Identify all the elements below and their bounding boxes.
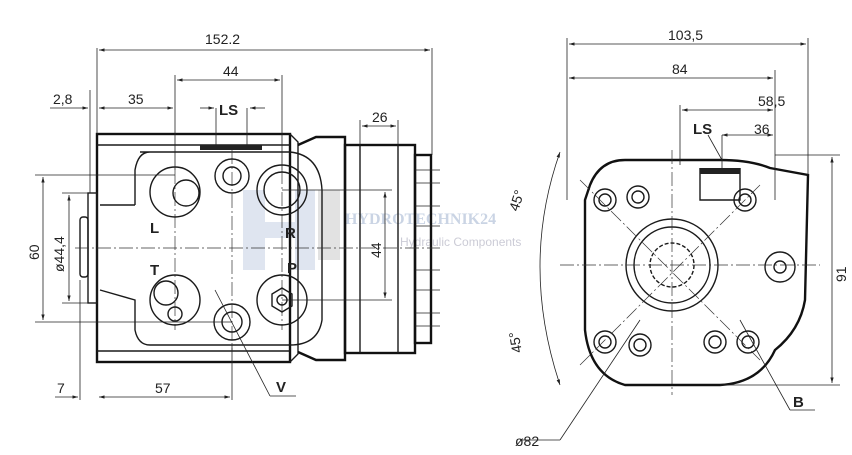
dim-width-58-5: 58,5: [758, 93, 785, 109]
dim-angle-bottom: 45°: [506, 331, 525, 355]
front-view: 103,5 84 58,5 LS 36 91 45° 45° B ø82: [506, 27, 849, 449]
label-port-t: T: [150, 262, 159, 279]
dim-height-91: 91: [833, 266, 849, 282]
dim-width-103-5: 103,5: [668, 27, 703, 43]
dim-offset-2-8: 2,8: [53, 91, 73, 107]
label-port-p: P: [287, 260, 297, 277]
dim-port-spacing-v: 44: [368, 242, 384, 258]
dim-offset-7: 7: [57, 380, 65, 396]
spline-shaft: [413, 153, 433, 345]
label-port-b: B: [793, 394, 804, 411]
label-ls-front: LS: [693, 121, 712, 138]
watermark-tagline: Hydraulic Components: [400, 235, 521, 249]
dim-bolt-circle: ø82: [515, 433, 539, 449]
dim-height-60: 60: [26, 244, 42, 260]
dim-offset-57: 57: [155, 380, 171, 396]
port-ls: [200, 145, 262, 194]
dim-pilot-dia: ø44,4: [51, 236, 67, 272]
front-body: [583, 158, 810, 387]
label-port-r: R: [285, 225, 296, 242]
label-port-v: V: [276, 379, 286, 396]
port-t: [149, 274, 201, 326]
dim-offset-35: 35: [128, 91, 144, 107]
dim-width-84: 84: [672, 61, 688, 77]
watermark-brand: HYDROTECHNIK24: [345, 211, 496, 228]
label-port-l: L: [150, 220, 159, 237]
dim-angle-top: 45°: [506, 188, 528, 213]
dim-port-spacing-h: 44: [223, 63, 239, 79]
dim-overall-length: 152.2: [205, 31, 240, 47]
label-ls-side: LS: [219, 102, 238, 119]
dim-width-36: 36: [754, 121, 770, 137]
dim-shaft-26: 26: [372, 109, 388, 125]
mounting-holes: [593, 185, 760, 357]
side-view: 152.2 44 2,8 35 LS 26 60 ø44,4 44 7 57 L…: [26, 31, 440, 400]
